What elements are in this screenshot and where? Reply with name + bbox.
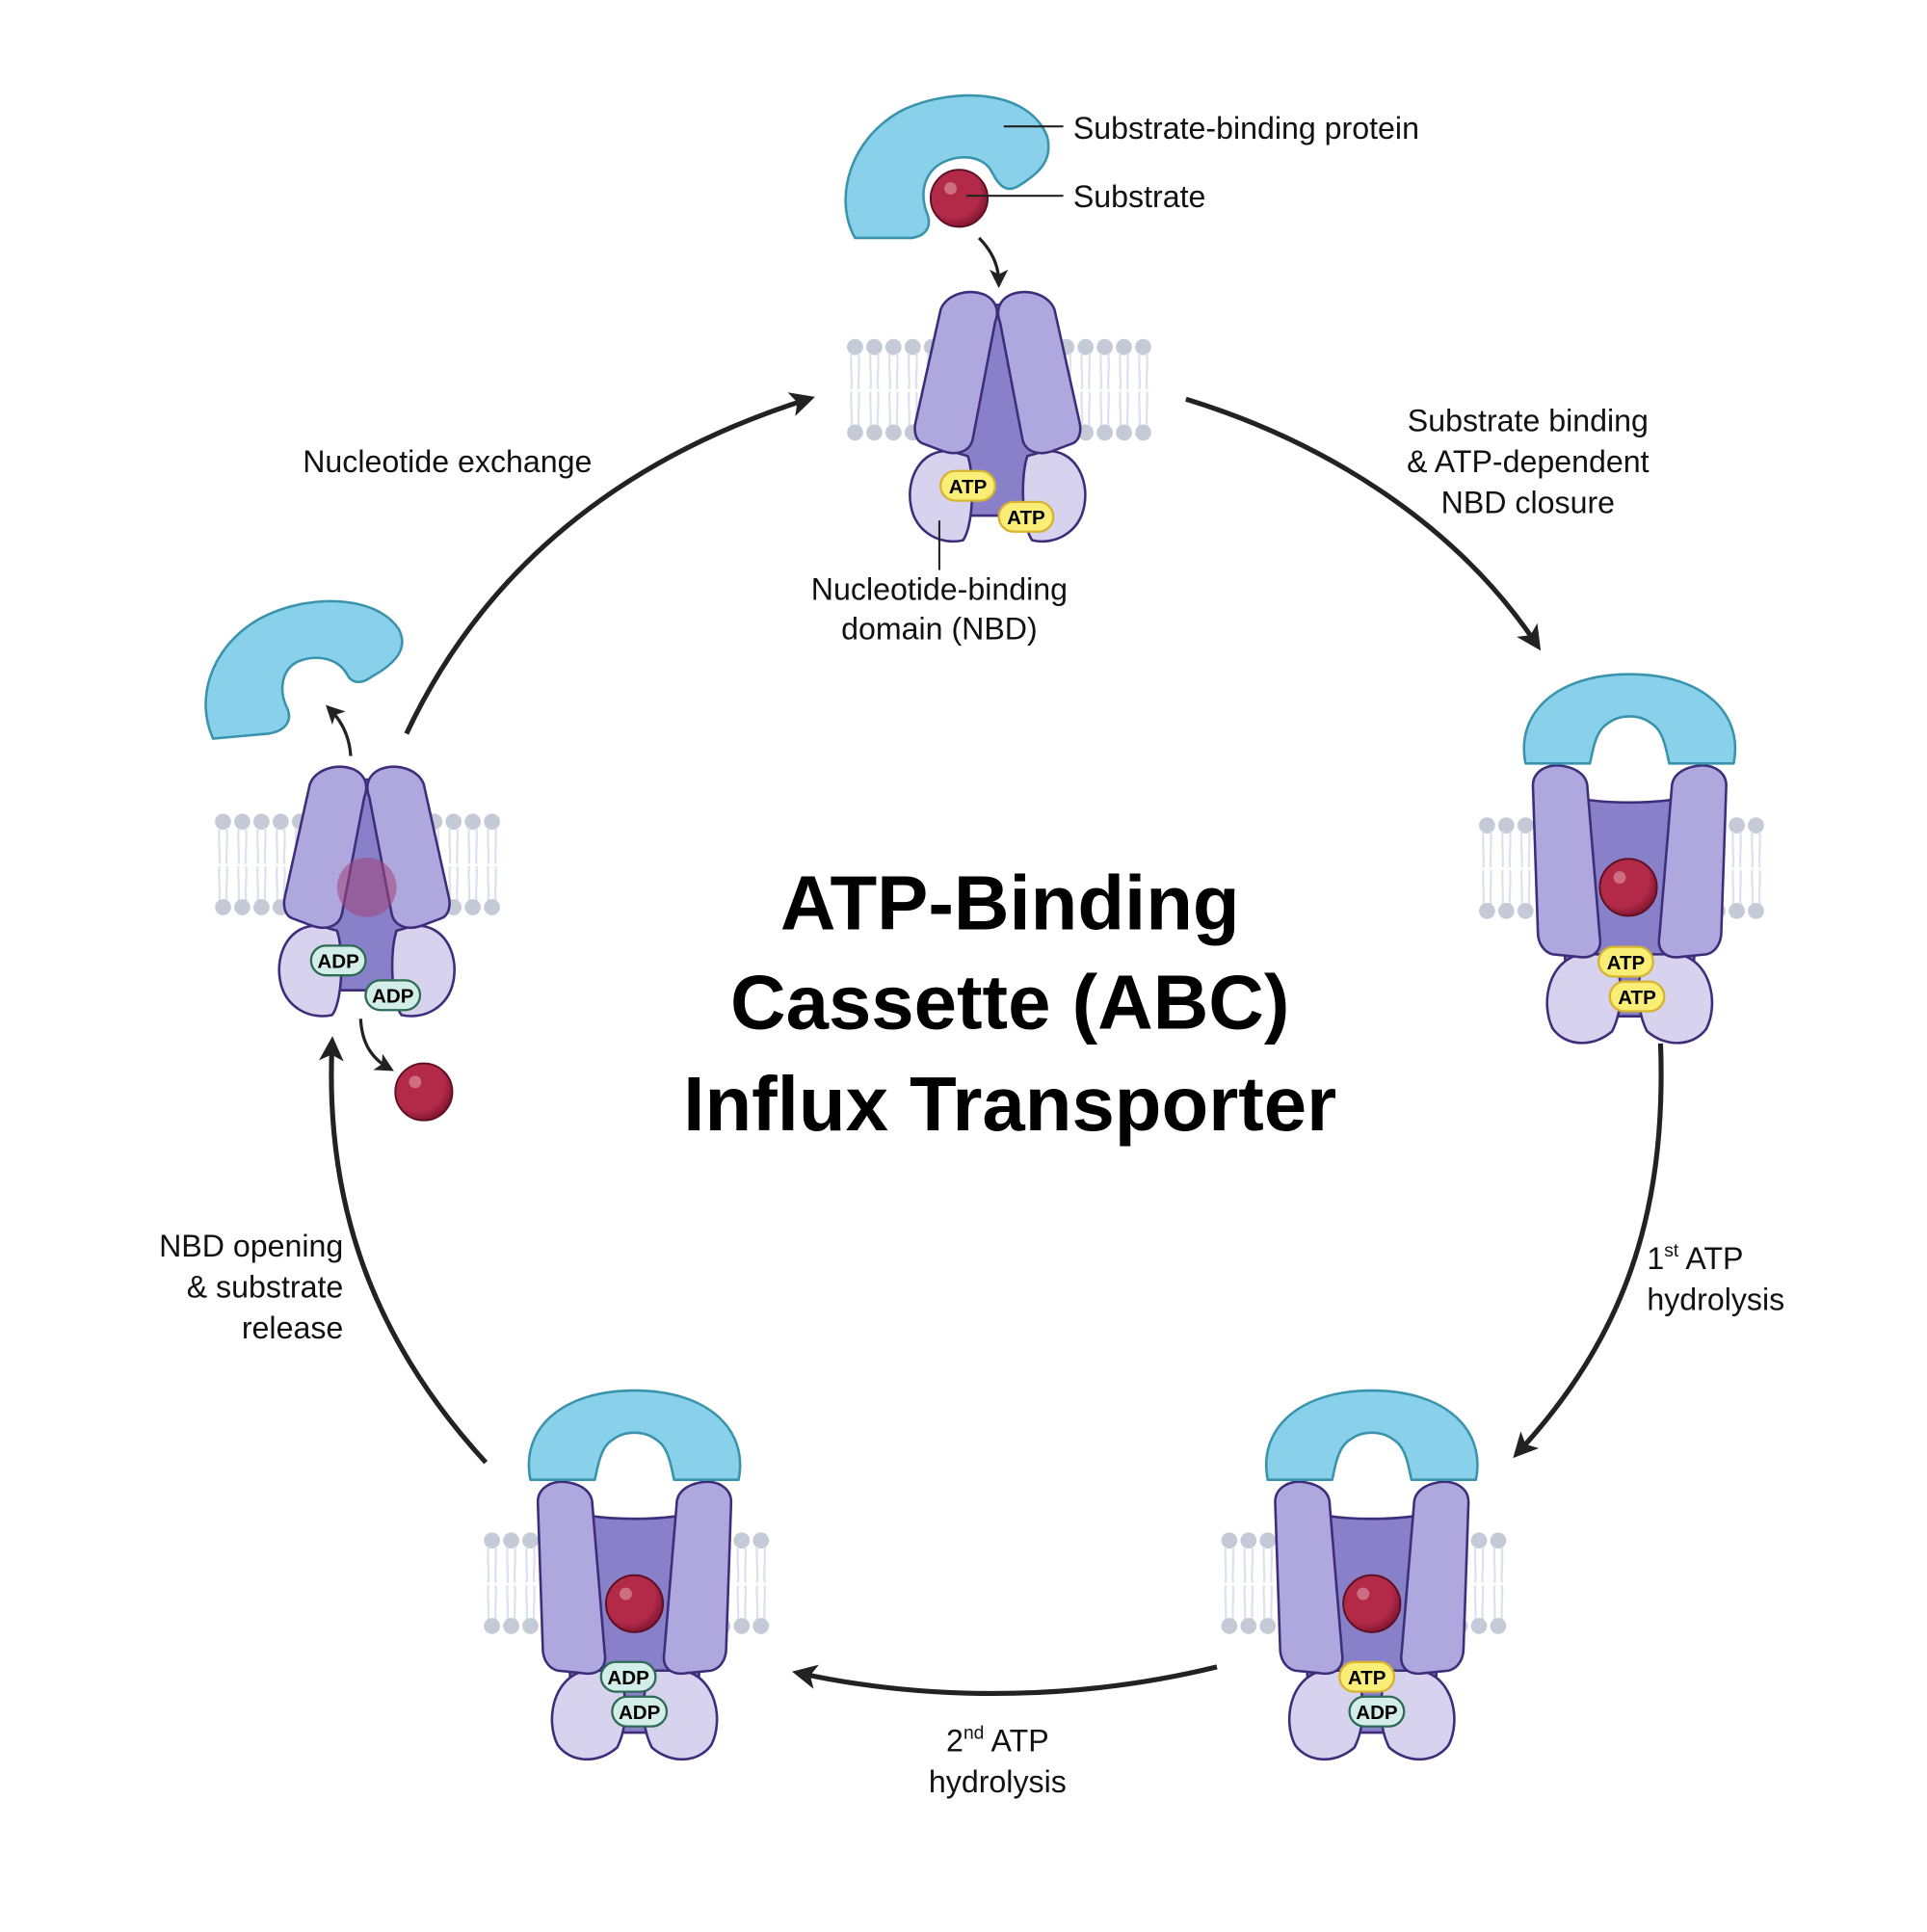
state-resting-open: Substrate-binding protein Substrate ATP … [811, 93, 1419, 647]
badge-label: ADP [1356, 1702, 1398, 1724]
title-line-2: Cassette (ABC) [730, 960, 1289, 1045]
lipid [1095, 337, 1115, 442]
step-label-4: NBD opening & substrate release [159, 1229, 343, 1345]
lipid [1115, 337, 1134, 442]
badge-label: ATP [1348, 1667, 1386, 1689]
step3-line2: hydrolysis [929, 1764, 1067, 1799]
lipid [1516, 816, 1535, 920]
step-label-1: Substrate binding & ATP-dependent NBD cl… [1407, 404, 1649, 520]
nucleotide-badge: ADP [309, 944, 367, 977]
faded-substrate [336, 858, 397, 917]
lipid [1728, 816, 1747, 920]
lipid [1239, 1531, 1258, 1635]
cycle-arrows [319, 392, 1664, 1696]
nucleotide-badge: ADP [364, 979, 422, 1012]
substrate-binding-protein [527, 1389, 742, 1481]
nucleotide-badge: ATP [1597, 945, 1654, 978]
released-substrate-ball [394, 1062, 454, 1122]
step2-line2: hydrolysis [1647, 1282, 1784, 1316]
lipid [502, 1531, 521, 1635]
step-label-2: 1st ATP hydrolysis [1647, 1241, 1784, 1316]
lipid [232, 812, 251, 916]
step-label-5: Nucleotide exchange [303, 444, 592, 479]
lipid [1746, 816, 1766, 920]
badge-label: ADP [619, 1702, 661, 1724]
badge-label: ADP [607, 1667, 649, 1689]
lipid [251, 812, 271, 916]
substrate-release-arrow [358, 1019, 394, 1072]
lipid [845, 337, 864, 442]
substrate-ball [604, 1574, 665, 1633]
callout-nbd-1: Nucleotide-binding [811, 572, 1068, 607]
badge-label: ATP [1007, 507, 1045, 529]
badge-label: ATP [1607, 952, 1646, 974]
substrate-ball [1598, 858, 1658, 917]
binding-arrow [977, 236, 1009, 289]
nucleotide-badge: ADP [1348, 1695, 1406, 1728]
substrate-binding-protein [844, 93, 1050, 240]
lipid [732, 1531, 752, 1635]
lipid [520, 1531, 541, 1635]
callout-nbd-2: domain (NBD) [841, 612, 1038, 647]
lipid [483, 812, 502, 916]
arrow-step5 [404, 392, 815, 735]
lipid [483, 1531, 502, 1635]
arrow-step1 [1185, 396, 1542, 651]
title-line-3: Influx Transporter [683, 1061, 1336, 1147]
state-release: ADP ADP [204, 599, 502, 1122]
step4-line2: & substrate [187, 1270, 344, 1305]
title-line-1: ATP-Binding [780, 860, 1240, 946]
badge-label: ADP [317, 951, 359, 973]
lipid [884, 337, 903, 442]
badge-label: ADP [372, 986, 414, 1008]
nucleotide-badge: ATP [997, 500, 1055, 533]
step4-line1: NBD opening [159, 1229, 343, 1263]
lipid [864, 337, 884, 442]
title: ATP-Binding Cassette (ABC) Influx Transp… [683, 860, 1336, 1147]
substrate-ball [929, 169, 990, 228]
lipid [1496, 816, 1516, 920]
lipid [1258, 1531, 1278, 1635]
step1-line1: Substrate binding [1408, 404, 1649, 438]
sbp-release-arrow [326, 704, 353, 756]
state-second-hydrolysis: ADP ADP [483, 1389, 771, 1761]
step-label-3: 2nd ATP hydrolysis [929, 1723, 1067, 1798]
lipid [752, 1531, 771, 1635]
lipid [1133, 337, 1153, 442]
badge-label: ATP [1618, 987, 1656, 1009]
substrate-ball [1342, 1574, 1402, 1633]
nucleotide-badge: ADP [611, 1695, 669, 1728]
substrate-binding-protein [204, 599, 404, 740]
arrow-step2 [1513, 1043, 1664, 1459]
arrow-step3 [792, 1664, 1218, 1696]
callout-sbp: Substrate-binding protein [1073, 111, 1419, 146]
step4-line3: release [242, 1310, 343, 1345]
state-closed-substrate-bound: ATP ATP [1477, 673, 1766, 1045]
nucleotide-badge: ATP [1338, 1660, 1396, 1693]
state-first-hydrolysis: ATP ADP [1220, 1389, 1508, 1761]
lipid [463, 812, 483, 916]
substrate-binding-protein [1522, 673, 1737, 765]
nucleotide-badge: ATP [939, 469, 996, 502]
nucleotide-badge: ATP [1608, 980, 1666, 1013]
lipid [213, 812, 233, 916]
step2-line1: 1st ATP [1647, 1241, 1743, 1276]
transporter [909, 290, 1087, 543]
arrow-step4 [319, 1036, 488, 1465]
lipid [1489, 1531, 1508, 1635]
callout-substrate: Substrate [1073, 179, 1206, 214]
step1-line3: NBD closure [1441, 485, 1615, 519]
step1-line2: & ATP-dependent [1407, 444, 1649, 479]
nucleotide-badge: ADP [599, 1660, 657, 1693]
step3-line1: 2nd ATP [946, 1723, 1049, 1758]
lipid [1220, 1531, 1239, 1635]
substrate-binding-protein [1264, 1389, 1479, 1481]
lipid [1477, 816, 1496, 920]
lipid [1469, 1531, 1489, 1635]
badge-label: ATP [949, 476, 988, 498]
step5-line1: Nucleotide exchange [303, 444, 592, 479]
